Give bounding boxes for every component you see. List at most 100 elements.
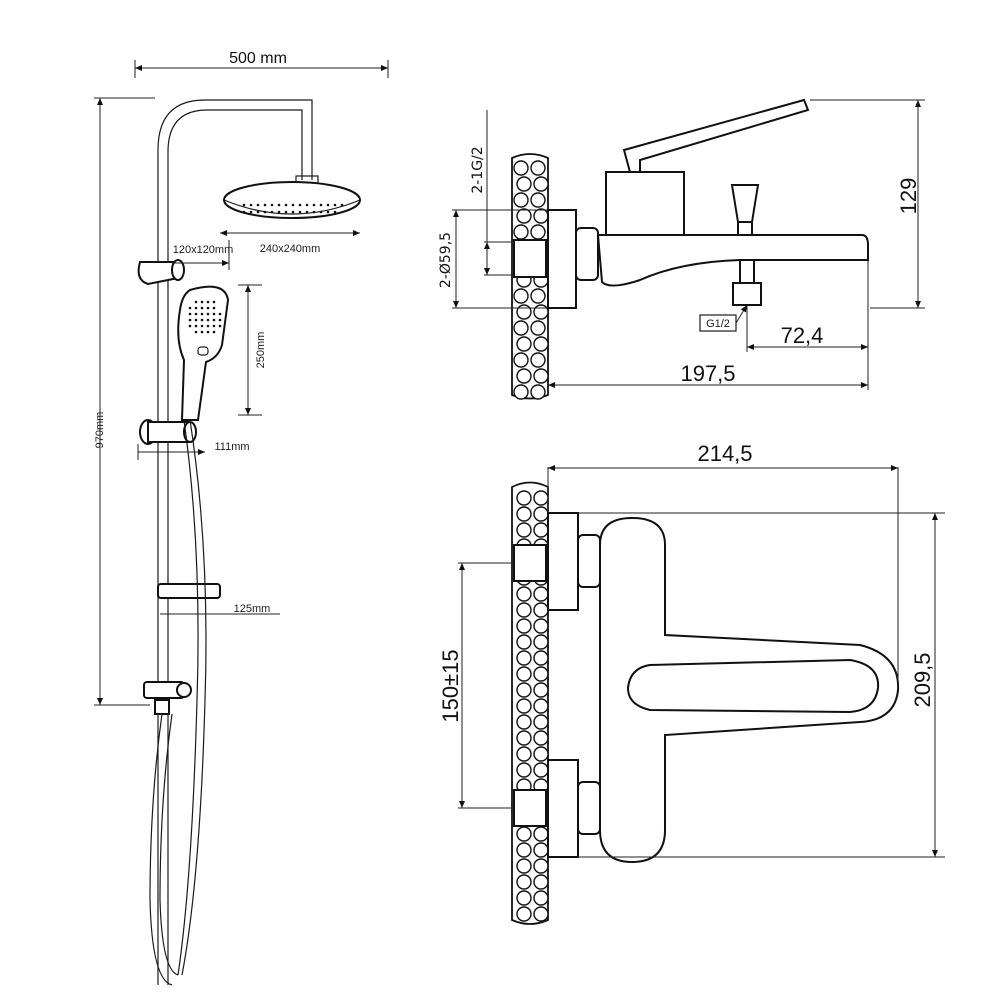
projection-dimension: 197,5 <box>680 361 735 386</box>
nozzle-dot <box>200 312 204 316</box>
nozzle-dot <box>249 210 253 214</box>
nozzle-dot <box>200 324 204 328</box>
nozzle-dot <box>188 306 192 310</box>
nozzle-dot <box>333 203 337 207</box>
wall-stone <box>516 842 532 858</box>
nozzle-dot <box>277 210 281 214</box>
wall-stone <box>513 192 529 208</box>
wall-stone <box>533 618 549 634</box>
wall-stone <box>533 522 549 538</box>
nozzle-dot <box>270 210 274 214</box>
width-dimension: 214,5 <box>697 441 752 466</box>
nozzle-dot <box>333 210 337 214</box>
nozzle-dot <box>218 312 222 316</box>
wall-stone <box>513 320 529 336</box>
wall-stone <box>516 522 532 538</box>
wall-stone <box>516 858 532 874</box>
wall-stone <box>533 714 549 730</box>
wall-stone <box>516 906 532 922</box>
nozzle-dot <box>291 210 295 214</box>
wall-stone <box>533 698 549 714</box>
wall-stone <box>516 874 532 890</box>
nozzle-dot <box>256 203 260 207</box>
nozzle-dot <box>263 210 267 214</box>
nozzle-dot <box>263 203 267 207</box>
nozzle-dot <box>200 318 204 322</box>
nozzle-dot <box>284 203 288 207</box>
wall-stone <box>530 384 546 400</box>
nozzle-dot <box>200 330 204 334</box>
wall-stone <box>516 176 532 192</box>
nozzle-dot <box>326 203 330 207</box>
nozzle-dot <box>194 312 198 316</box>
nozzle-dot <box>206 312 210 316</box>
height-dimension: 129 <box>896 178 921 215</box>
head-size-dimension: 240x240mm <box>260 243 321 255</box>
nozzle-dot <box>194 324 198 328</box>
wall-stone <box>530 192 546 208</box>
nozzle-dot <box>242 210 246 214</box>
wall-stone <box>516 762 532 778</box>
wall-stone <box>533 506 549 522</box>
wall-stone <box>516 208 532 224</box>
mixer-side-view: 2-1G/2 2-Ø59,5 129 72,4 197,5 G1/2 <box>438 98 925 400</box>
wall-stone <box>533 490 549 506</box>
wall-stone <box>533 666 549 682</box>
depth-dimension: 209,5 <box>910 652 935 707</box>
nozzle-dot <box>194 318 198 322</box>
wall-stone <box>513 384 529 400</box>
wall-stone <box>516 826 532 842</box>
nozzle-dot <box>194 330 198 334</box>
wall-stone <box>513 160 529 176</box>
shower-system-drawing: 500 mm 970mm 240x240mm 120x120mm 250mm 1… <box>94 50 389 986</box>
nozzle-dot <box>319 210 323 214</box>
nozzle-dot <box>206 306 210 310</box>
wall-stone <box>533 858 549 874</box>
nozzle-dot <box>291 203 295 207</box>
wall-stone <box>533 208 549 224</box>
wall-stone <box>513 352 529 368</box>
nozzle-dot <box>340 203 344 207</box>
wall-stone <box>533 826 549 842</box>
nozzle-dot <box>212 312 216 316</box>
nozzle-dot <box>249 203 253 207</box>
wall-stone <box>533 906 549 922</box>
soap-dish <box>157 583 221 599</box>
wall-stone <box>533 176 549 192</box>
wall-stone <box>533 336 549 352</box>
nozzle-dot <box>194 300 198 304</box>
nozzle-dot <box>206 330 210 334</box>
wall-stone <box>516 304 532 320</box>
wall-stone <box>516 650 532 666</box>
wall-stone <box>530 288 546 304</box>
wall-stone <box>516 682 532 698</box>
escutcheon-dimension: 2-Ø59,5 <box>438 232 454 288</box>
wall-stone <box>516 586 532 602</box>
wall-stone <box>516 634 532 650</box>
wall-stone <box>533 874 549 890</box>
nozzle-dot <box>212 318 216 322</box>
nozzle-dot <box>298 210 302 214</box>
nozzle-dot <box>188 318 192 322</box>
upper-bracket <box>137 259 185 286</box>
nozzle-dot <box>326 210 330 214</box>
wall-stone <box>513 288 529 304</box>
wall-stone <box>516 746 532 762</box>
wall-stone <box>516 602 532 618</box>
hand-shower <box>177 285 230 421</box>
nozzle-dot <box>200 300 204 304</box>
wall-stone <box>516 490 532 506</box>
wall-stone <box>533 762 549 778</box>
arm-size-dimension: 120x120mm <box>173 244 234 256</box>
wall-stone <box>533 746 549 762</box>
nozzle-dot <box>305 210 309 214</box>
nozzle-dot <box>206 300 210 304</box>
nozzle-dot <box>206 324 210 328</box>
wall-stone <box>513 224 529 240</box>
nozzle-dot <box>188 312 192 316</box>
wall-stone <box>530 160 546 176</box>
wall-stone <box>530 224 546 240</box>
wall-stone <box>533 304 549 320</box>
